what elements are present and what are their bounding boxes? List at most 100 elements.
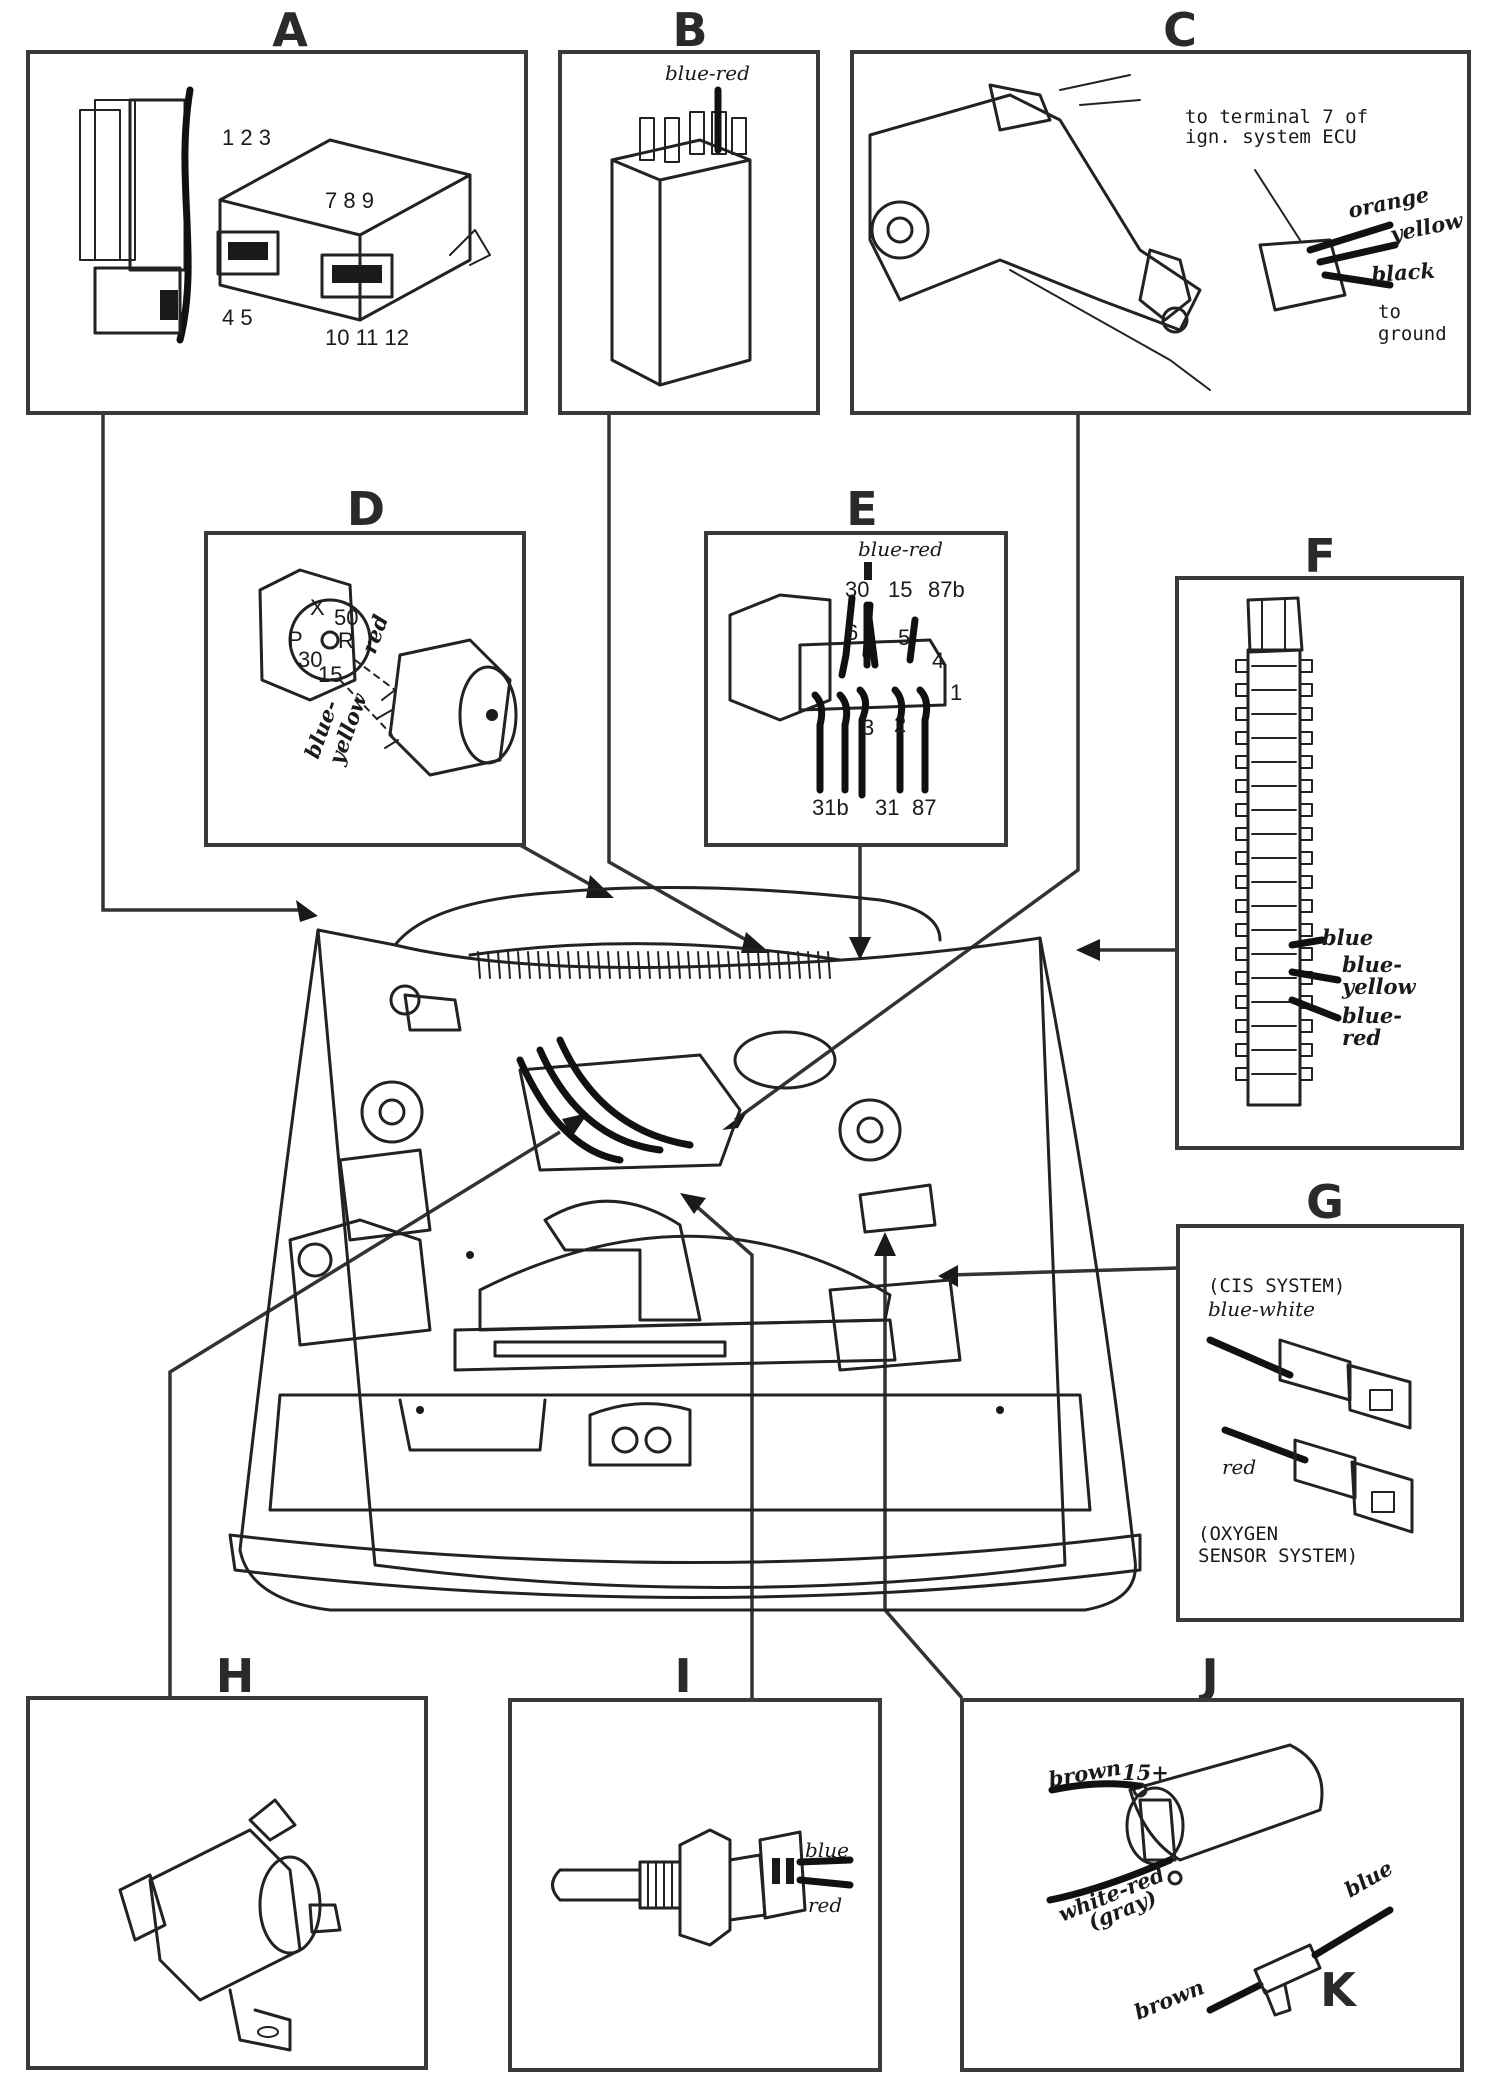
fuse-clip <box>1235 851 1249 865</box>
wire-red-g: red <box>1222 1455 1256 1479</box>
panel-c-ground-1: to <box>1378 301 1401 323</box>
panel-f-frame <box>1175 576 1464 1150</box>
fuse-clip <box>1299 1043 1313 1057</box>
engine-bay-illustration <box>228 886 1142 1612</box>
fuse-clip <box>1299 803 1313 817</box>
panel-f: F blue blue- yellow blue- red <box>1175 529 1464 1150</box>
grille-slat <box>707 951 711 979</box>
panel-i-letter: I <box>674 1649 691 1703</box>
connector-illustration <box>1206 1336 1414 1534</box>
fuse-clip <box>1235 995 1249 1009</box>
grille-slat <box>617 951 621 979</box>
wire-black: black <box>1371 258 1436 287</box>
pin-6: 6 <box>846 620 858 645</box>
fuse-clip <box>1235 1019 1249 1033</box>
panel-j: J 15+ brown white-red (gray) blue brown … <box>960 1649 1464 2072</box>
wire-blue-red-f-1: blue- <box>1342 1003 1402 1028</box>
terminal-15-plus: 15+ <box>1122 1760 1169 1785</box>
panel-d-letter: D <box>347 482 385 536</box>
panel-j-frame <box>960 1698 1464 2072</box>
fuse-clip <box>1299 731 1313 745</box>
ignition-switch-illustration <box>258 568 518 777</box>
fuse-clip <box>1235 827 1249 841</box>
ignition-coil-illustration <box>1046 1743 1394 2017</box>
key-pos-x: X <box>310 595 325 620</box>
wire-blue-i: blue <box>805 1838 849 1862</box>
leader-d <box>519 843 601 892</box>
leader-g-arrow <box>938 1265 958 1287</box>
fuse-clip <box>1299 851 1313 865</box>
fuse-clip <box>1299 1019 1313 1033</box>
grille-slat <box>647 951 651 979</box>
grille-slat <box>767 951 771 979</box>
panel-g-oxygen-2: SENSOR SYSTEM) <box>1198 1545 1358 1567</box>
pin-4: 4 <box>932 648 944 673</box>
grille-slat <box>587 951 591 979</box>
fuse-clip <box>1235 899 1249 913</box>
key-pos-p: P <box>288 627 303 652</box>
pins-1-2-3: 1 2 3 <box>222 125 271 150</box>
key-pos-30: 30 <box>298 647 322 672</box>
fuse-block-illustration <box>1235 596 1342 1107</box>
fuse-clip <box>1299 1067 1313 1081</box>
panel-c-note-2: ign. system ECU <box>1185 126 1357 148</box>
relay-pinout-illustration <box>728 562 947 799</box>
leader-c <box>733 413 1080 1122</box>
leader-i-arrow <box>680 1193 706 1214</box>
relay-illustration <box>610 86 752 387</box>
temperature-sensor-illustration <box>551 1828 854 1947</box>
grille-slat <box>577 951 581 979</box>
leader-f-arrow <box>1076 939 1100 961</box>
grille-slat <box>517 951 521 979</box>
panel-d-frame <box>204 531 526 847</box>
grille-slat <box>747 951 751 979</box>
fuse-clip <box>1235 779 1249 793</box>
panel-b-frame <box>558 50 820 415</box>
wire-blue-red-f-2: red <box>1342 1025 1381 1050</box>
panel-b-wire-label: blue-red <box>665 61 750 85</box>
leader-e-arrow <box>849 937 871 960</box>
ecu-relay-illustration <box>79 86 491 344</box>
wire-red-i: red <box>808 1893 842 1917</box>
panel-h-letter: H <box>216 1649 255 1703</box>
grille-slat <box>817 951 821 979</box>
fuse-clip <box>1235 1067 1249 1081</box>
panel-e-letter: E <box>846 482 877 536</box>
fuse-clip <box>1235 731 1249 745</box>
panel-f-letter: F <box>1304 529 1335 583</box>
fuse-clip <box>1299 659 1313 673</box>
grille-slat <box>807 951 811 979</box>
leader-h-arrow <box>562 1113 588 1137</box>
panel-c-ground-2: ground <box>1378 323 1447 345</box>
fuse-clip <box>1235 971 1249 985</box>
grille-slat <box>567 951 571 979</box>
grille-slat <box>677 951 681 979</box>
leader-a-arrow <box>296 900 318 922</box>
fuse-clip <box>1235 1043 1249 1057</box>
panel-e-wire-label: blue-red <box>858 537 943 561</box>
panel-h: H <box>26 1649 428 2070</box>
panel-d: D X 50 P R 30 15 red blue- yellow <box>204 482 526 847</box>
fuse-clip <box>1299 923 1313 937</box>
pins-7-8-9: 7 8 9 <box>325 188 374 213</box>
fuse-clip <box>1235 683 1249 697</box>
grille-slat <box>507 951 511 979</box>
fuse-clip <box>1235 755 1249 769</box>
panel-h-frame <box>26 1696 428 2070</box>
pin-5: 5 <box>898 625 910 650</box>
panel-c: C to terminal 7 of ign. system ECU orang… <box>850 3 1471 415</box>
panel-j-letter: J <box>1198 1649 1218 1703</box>
grille-slat <box>627 951 631 979</box>
grille-slat <box>827 951 831 979</box>
wire-blue-white: blue-white <box>1208 1297 1315 1321</box>
leader-h <box>168 1130 561 1698</box>
fuse-clip <box>1235 947 1249 961</box>
fuse-clip <box>1299 875 1313 889</box>
leader-b <box>607 413 756 947</box>
grille-slat <box>597 951 601 979</box>
pins-10-11-12: 10 11 12 <box>325 325 409 350</box>
grille-slat <box>657 951 661 979</box>
grille-slat <box>537 951 541 979</box>
terminal-30: 30 <box>845 577 869 602</box>
